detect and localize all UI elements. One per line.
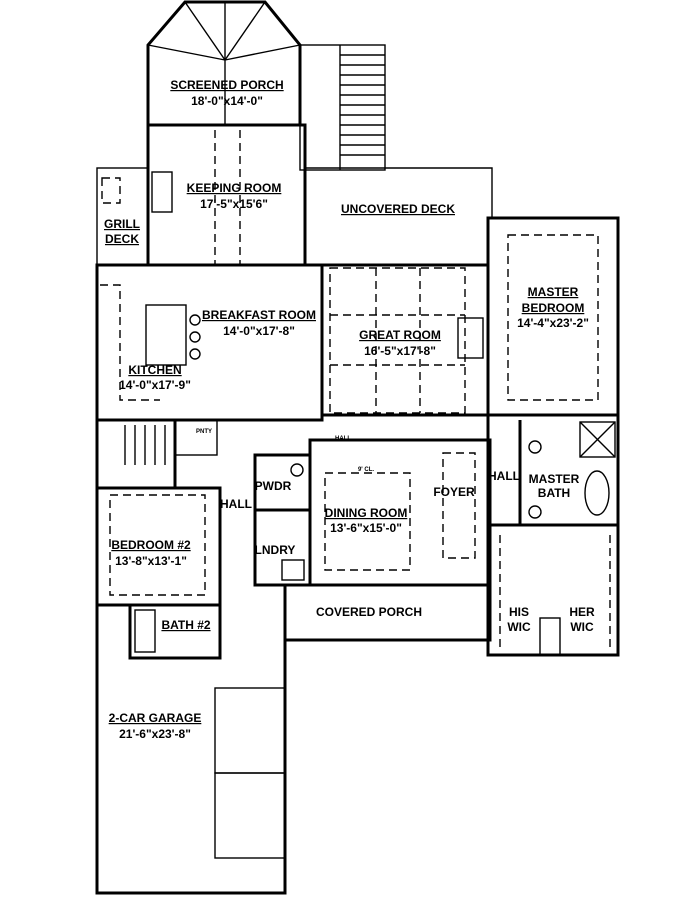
pantry-note: PNTY (196, 429, 212, 435)
garage-size: 21'-6"x23'-8" (119, 727, 191, 741)
master-bedroom-label-1: MASTER (528, 285, 579, 299)
foyer-label: FOYER (433, 485, 475, 499)
grill-deck-label-1: GRILL (104, 217, 140, 231)
uncovered-deck-label: UNCOVERED DECK (341, 202, 455, 216)
walls (95, 0, 620, 895)
his-wic-label-2: WIC (507, 620, 531, 634)
master-bedroom-label-2: BEDROOM (522, 301, 585, 315)
kitchen-size: 14'-0"x17'-9" (119, 378, 191, 392)
great-room-label: GREAT ROOM (359, 328, 441, 342)
his-wic-label-1: HIS (509, 605, 529, 619)
bedroom2-label: BEDROOM #2 (111, 538, 191, 552)
lndry-label: LNDRY (255, 543, 296, 557)
her-wic-label-1: HER (569, 605, 595, 619)
pwdr-label: PWDR (255, 479, 292, 493)
master-bedroom-size: 14'-4"x23'-2" (517, 316, 589, 330)
hall-right-label: HALL (488, 469, 520, 483)
ceiling-note: 9' CL. (358, 467, 374, 473)
master-bath-label-1: MASTER (529, 472, 580, 486)
screened-porch-label: SCREENED PORCH (170, 78, 283, 92)
master-bath-label-2: BATH (538, 486, 570, 500)
kitchen-label: KITCHEN (128, 363, 181, 377)
bedroom2-size: 13'-8"x13'-1" (115, 554, 187, 568)
her-wic-label-2: WIC (570, 620, 594, 634)
bath2-label: BATH #2 (161, 618, 210, 632)
breakfast-room-size: 14'-0"x17'-8" (223, 324, 295, 338)
screened-porch-size: 18'-0"x14'-0" (191, 94, 263, 108)
garage-label: 2-CAR GARAGE (109, 711, 202, 725)
great-room-size: 16'-5"x17'-8" (364, 344, 436, 358)
hall-small-note: HALL (335, 436, 351, 442)
breakfast-room-label: BREAKFAST ROOM (202, 308, 316, 322)
covered-porch-label: COVERED PORCH (316, 605, 422, 619)
room-labels: SCREENED PORCH 18'-0"x14'-0" KEEPING ROO… (104, 78, 595, 741)
keeping-room-size: 17'-5"x15'6" (200, 197, 268, 211)
grill-deck-label-2: DECK (105, 232, 139, 246)
dining-room-size: 13'-6"x15'-0" (330, 521, 402, 535)
hall-left-label: HALL (220, 497, 252, 511)
keeping-room-label: KEEPING ROOM (187, 181, 282, 195)
dining-room-label: DINING ROOM (325, 506, 408, 520)
